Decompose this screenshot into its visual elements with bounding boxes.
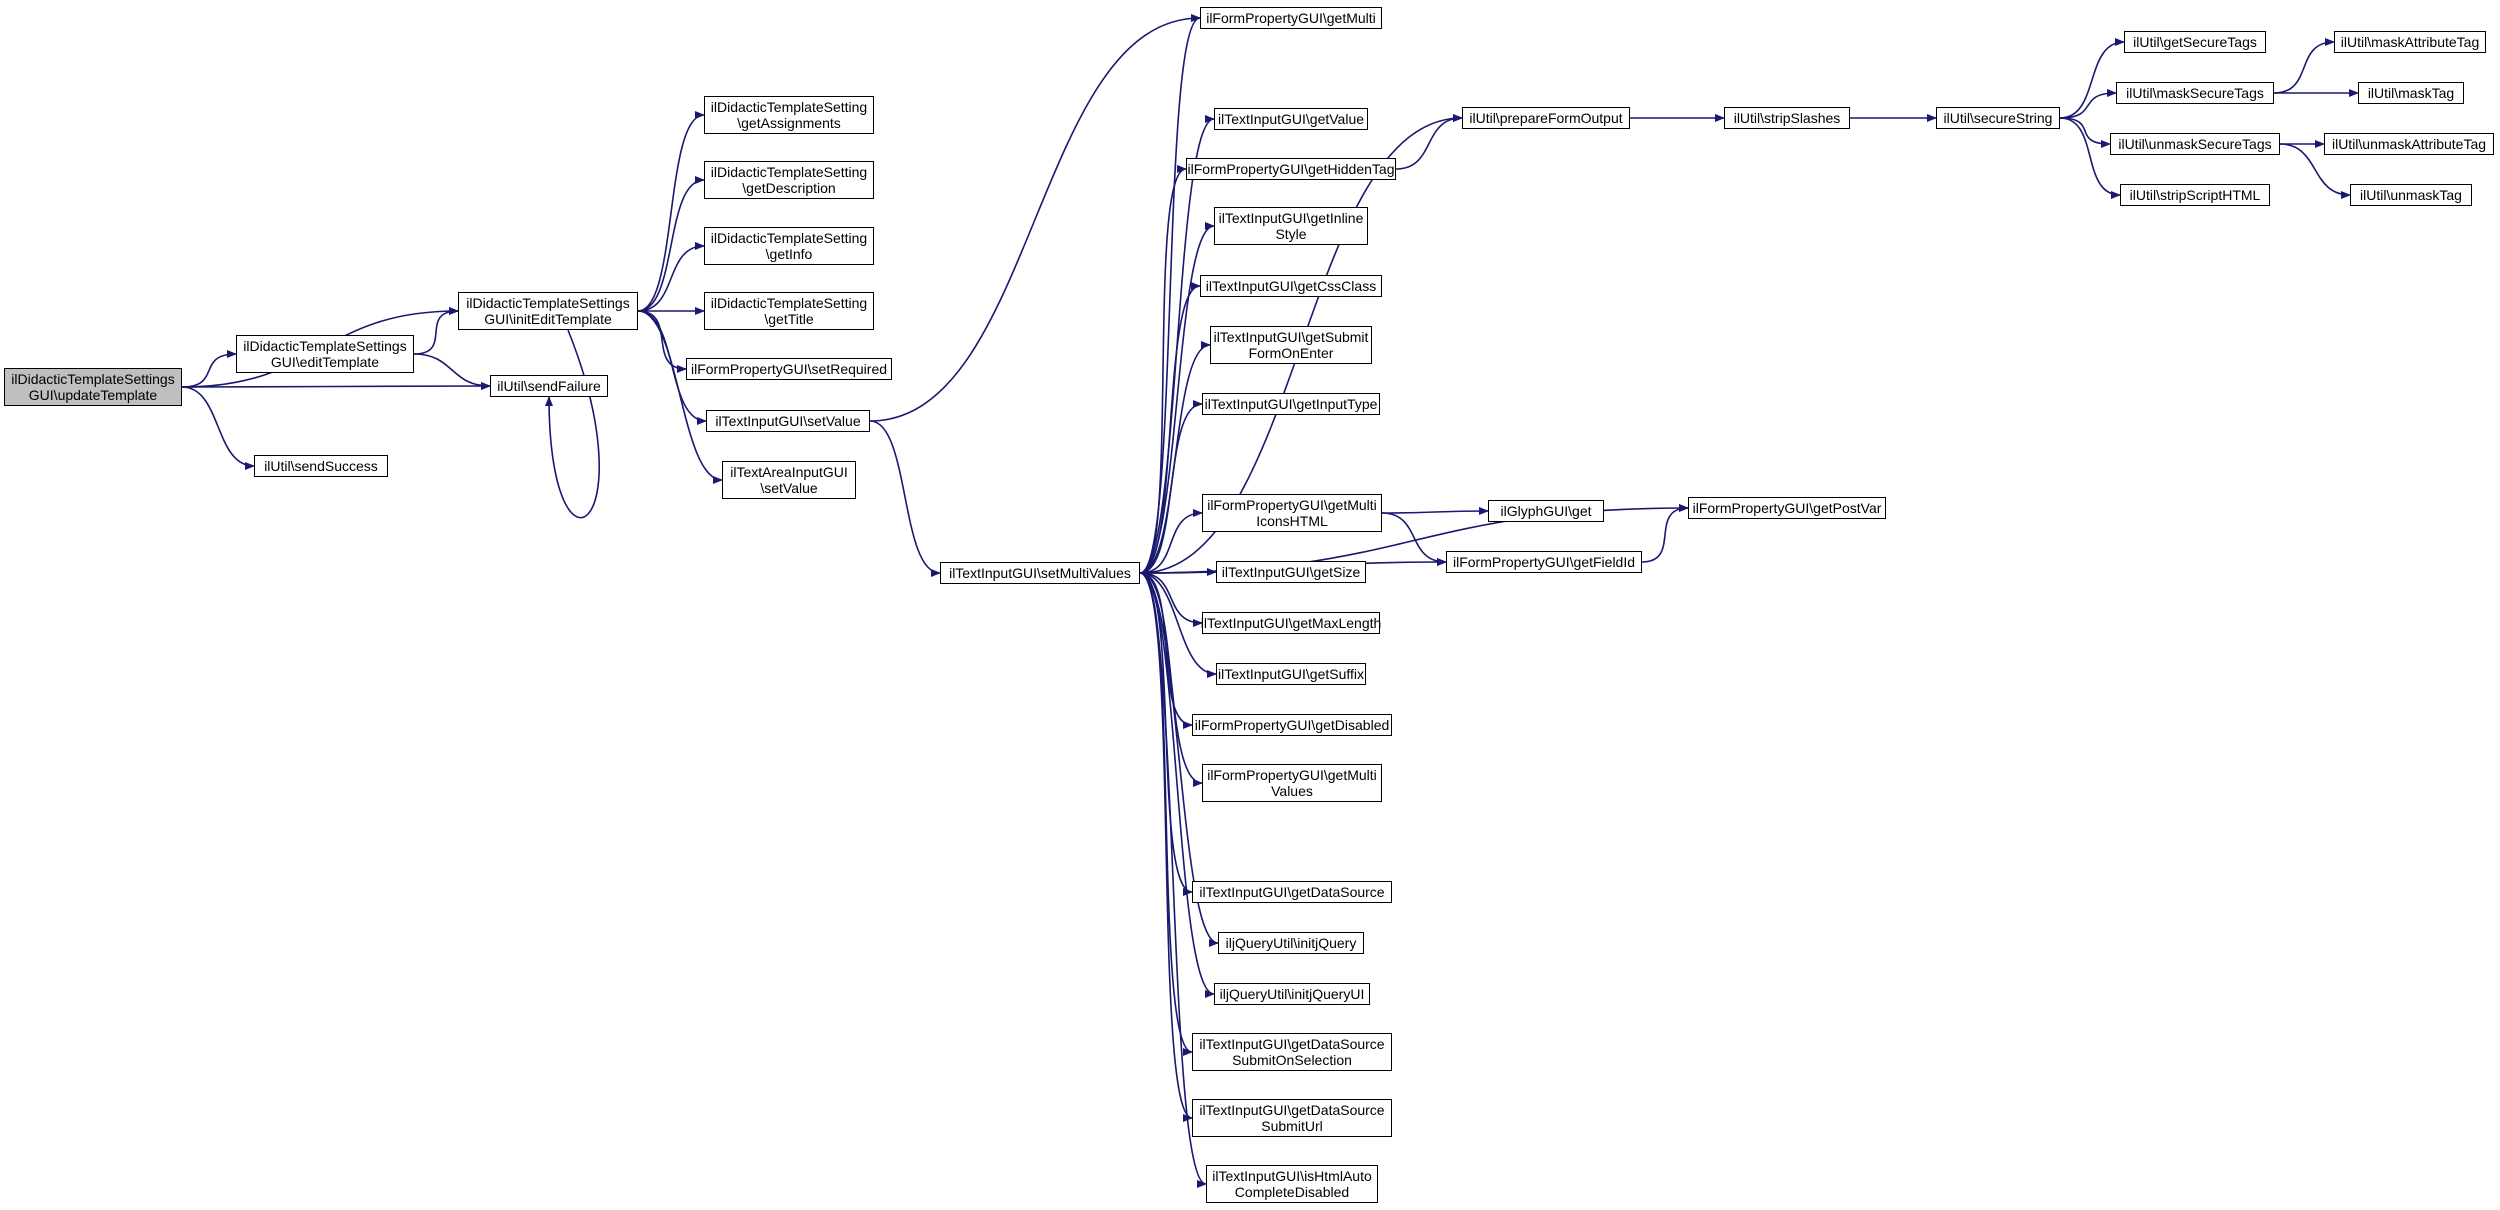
node-get-title[interactable]: ilDidacticTemplateSetting \getTitle [704,292,874,330]
node-get-data-source-submit-on-selection[interactable]: ilTextInputGUI\getDataSource SubmitOnSel… [1192,1033,1392,1071]
edge-setMultiValues-to-getInputType [1139,400,1203,574]
node-text-set-value[interactable]: ilTextInputGUI\setValue [706,410,870,432]
edge-unmaskSecureTags-to-unmaskTag [2279,143,2351,199]
edge-initEditTemplate-to-getAssignments [637,111,705,312]
node-prepare-form-output[interactable]: ilUtil\prepareFormOutput [1462,107,1630,129]
edge-textSetValue-to-setMultiValues [869,420,941,577]
edge-initEditTemplate-to-getDescription [637,176,705,312]
node-get-field-id[interactable]: ilFormPropertyGUI\getFieldId [1446,551,1642,573]
node-unmask-attribute-tag[interactable]: ilUtil\unmaskAttributeTag [2324,133,2494,155]
edge-getMultiIconsHTML-to-getFieldId [1381,512,1447,566]
edge-setMultiValues-to-getMultiIconsHTML [1139,509,1203,574]
edge-initEditTemplate-to-areaSetValue [637,310,723,484]
edge-setMultiValues-to-getMulti [1139,14,1201,574]
edge-setMultiValues-to-initjQuery [1139,572,1219,947]
node-init-jquery-ui[interactable]: iljQueryUtil\initjQueryUI [1214,983,1370,1005]
node-strip-script-html[interactable]: ilUtil\stripScriptHTML [2120,184,2270,206]
edge-setMultiValues-to-getSuffix [1139,572,1217,678]
node-get-max-length[interactable]: ilTextInputGUI\getMaxLength [1201,612,1381,634]
node-get-suffix[interactable]: ilTextInputGUI\getSuffix [1216,663,1366,685]
node-set-multi-values[interactable]: ilTextInputGUI\setMultiValues [940,562,1140,584]
edge-getFieldId-to-getPostVar [1641,504,1689,563]
node-get-disabled[interactable]: ilFormPropertyGUI\getDisabled [1192,714,1392,736]
edge-initEditTemplate-to-sendFailure [545,329,601,519]
edge-initEditTemplate-to-setRequired [637,310,687,373]
node-strip-slashes[interactable]: ilUtil\stripSlashes [1724,107,1850,129]
node-unmask-secure-tags[interactable]: ilUtil\unmaskSecureTags [2110,133,2280,155]
edge-setMultiValues-to-getHiddenTag [1139,165,1187,574]
node-get-submit-form-on-enter[interactable]: ilTextInputGUI\getSubmit FormOnEnter [1210,326,1372,364]
edge-secureString-to-stripScriptHTML [2059,117,2121,199]
edge-maskSecureTags-to-maskAttributeTag [2273,38,2335,94]
edge-secureString-to-maskSecureTags [2059,89,2117,119]
call-edges [181,14,2359,1188]
node-glyph-get[interactable]: ilGlyphGUI\get [1488,500,1604,522]
node-get-inline-style[interactable]: ilTextInputGUI\getInline Style [1214,207,1368,245]
node-init-edit-template[interactable]: ilDidacticTemplateSettings GUI\initEditT… [458,292,638,330]
edge-updateTemplate-to-sendSuccess [181,386,255,470]
node-secure-string[interactable]: ilUtil\secureString [1936,107,2060,129]
node-init-jquery[interactable]: iljQueryUtil\initjQuery [1218,932,1364,954]
edge-textSetValue-to-getMulti [869,14,1201,422]
edge-secureString-to-unmaskSecureTags [2059,117,2111,148]
edge-editTemplate-to-sendFailure [413,353,491,390]
edge-setMultiValues-to-initjQueryUI [1139,572,1215,998]
node-get-size[interactable]: ilTextInputGUI\getSize [1216,561,1366,583]
edge-setMultiValues-to-isHtmlAutoCompleteDisabled [1139,572,1207,1188]
edge-setMultiValues-to-getCssClass [1139,282,1201,574]
node-get-data-source[interactable]: ilTextInputGUI\getDataSource [1192,881,1392,903]
node-send-failure[interactable]: ilUtil\sendFailure [490,375,608,397]
node-get-hidden-tag[interactable]: ilFormPropertyGUI\getHiddenTag [1186,158,1396,180]
node-get-multi-values[interactable]: ilFormPropertyGUI\getMulti Values [1202,764,1382,802]
edge-getMultiIconsHTML-to-glyphGet [1381,507,1489,516]
edge-updateTemplate-to-sendFailure [181,382,491,391]
node-is-html-auto-complete-disabled[interactable]: ilTextInputGUI\isHtmlAuto CompleteDisabl… [1206,1165,1378,1203]
node-get-multi-icons-html[interactable]: ilFormPropertyGUI\getMulti IconsHTML [1202,494,1382,532]
node-get-multi[interactable]: ilFormPropertyGUI\getMulti [1200,7,1382,29]
edge-initEditTemplate-to-getInfo [637,242,705,312]
node-mask-attribute-tag[interactable]: ilUtil\maskAttributeTag [2334,31,2486,53]
node-set-required[interactable]: ilFormPropertyGUI\setRequired [686,358,892,380]
node-mask-tag[interactable]: ilUtil\maskTag [2358,82,2464,104]
node-update-template[interactable]: ilDidacticTemplateSettings GUI\updateTem… [4,368,182,406]
edge-editTemplate-to-initEditTemplate [413,307,459,355]
node-mask-secure-tags[interactable]: ilUtil\maskSecureTags [2116,82,2274,104]
node-get-info[interactable]: ilDidacticTemplateSetting \getInfo [704,227,874,265]
edge-setMultiValues-to-getMultiValues [1139,572,1203,787]
node-get-assignments[interactable]: ilDidacticTemplateSetting \getAssignment… [704,96,874,134]
node-area-set-value[interactable]: ilTextAreaInputGUI \setValue [722,461,856,499]
node-get-secure-tags[interactable]: ilUtil\getSecureTags [2124,31,2266,53]
edge-getHiddenTag-to-prepareFormOutput [1395,114,1463,170]
node-get-description[interactable]: ilDidacticTemplateSetting \getDescriptio… [704,161,874,199]
node-edit-template[interactable]: ilDidacticTemplateSettings GUI\editTempl… [236,335,414,373]
edge-secureString-to-getSecureTags [2059,38,2125,119]
node-send-success[interactable]: ilUtil\sendSuccess [254,455,388,477]
node-get-css-class[interactable]: ilTextInputGUI\getCssClass [1200,275,1382,297]
edge-updateTemplate-to-editTemplate [181,350,237,388]
edge-setMultiValues-to-getMaxLength [1139,572,1203,627]
node-get-input-type[interactable]: ilTextInputGUI\getInputType [1202,393,1380,415]
node-unmask-tag[interactable]: ilUtil\unmaskTag [2350,184,2472,206]
node-get-value[interactable]: ilTextInputGUI\getValue [1214,108,1368,130]
node-get-data-source-submit-url[interactable]: ilTextInputGUI\getDataSource SubmitUrl [1192,1099,1392,1137]
node-get-post-var[interactable]: ilFormPropertyGUI\getPostVar [1688,497,1886,519]
